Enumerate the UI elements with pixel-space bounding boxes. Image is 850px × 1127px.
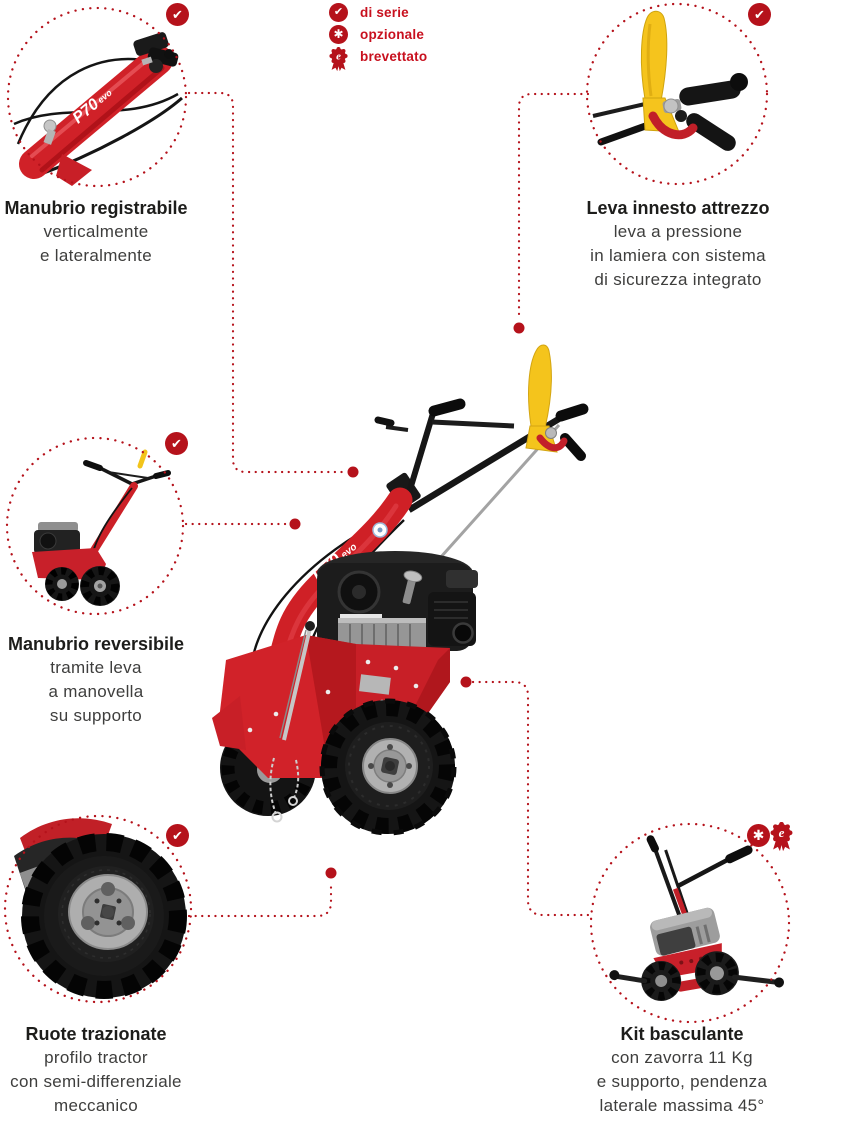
callout-line: profilo tractor xyxy=(44,1048,148,1067)
legend: ✔ di serie ✱ opzionale e brevettato xyxy=(329,3,427,75)
legend-label: di serie xyxy=(360,5,409,20)
callout-line: con zavorra 11 Kg xyxy=(611,1048,753,1067)
hanging-chains xyxy=(269,757,300,823)
callout-kit-basculante: Kit basculante con zavorra 11 Kg e suppo… xyxy=(556,1022,808,1118)
legend-item-di-serie: ✔ di serie xyxy=(329,3,427,22)
di-serie-badge-top-right: ✔ xyxy=(748,3,771,26)
callout-ruote-trazionate: Ruote trazionate profilo tractor con sem… xyxy=(0,1022,192,1118)
handlebar-rods xyxy=(592,102,655,146)
callout-line: tramite leva xyxy=(50,658,142,677)
callout-line: di sicurezza integrato xyxy=(594,270,762,289)
di-serie-badge-bottom-left: ✔ xyxy=(166,824,189,847)
callout-line: verticalmente xyxy=(43,222,149,241)
legend-item-opzionale: ✱ opzionale xyxy=(329,25,427,44)
right-grip xyxy=(555,403,589,422)
tool-lever-detail-photo xyxy=(592,10,748,151)
grips xyxy=(675,73,748,151)
di-serie-badge-middle-left: ✔ xyxy=(165,432,188,455)
mini-engine xyxy=(34,522,80,554)
rosette-letter: e xyxy=(336,51,341,63)
check-glyph: ✔ xyxy=(172,7,183,22)
rosette-letter: e xyxy=(779,825,785,840)
callout-manubrio-registrabile: Manubrio registrabile verticalmente e la… xyxy=(0,196,192,268)
legend-label: opzionale xyxy=(360,27,425,42)
callout-line: leva a pressione xyxy=(613,222,743,241)
red-release-lever xyxy=(536,434,568,452)
brevettato-badge-bottom-right: e xyxy=(770,822,793,852)
callout-leva-innesto-attrezzo: Leva innesto attrezzo leva a pressione i… xyxy=(552,196,804,292)
callout-title: Leva innesto attrezzo xyxy=(586,198,770,218)
column-foot xyxy=(56,154,92,186)
callout-line: laterale massima 45° xyxy=(599,1096,765,1115)
right-wheel xyxy=(319,698,457,836)
tool-engagement-lever xyxy=(525,344,568,453)
tilting-kit-photo xyxy=(609,835,785,1001)
di-serie-badge-top-left: ✔ xyxy=(166,3,189,26)
check-glyph: ✔ xyxy=(172,828,183,843)
legend-item-brevettato: e brevettato xyxy=(329,47,427,72)
callout-line: a manovella xyxy=(48,682,144,701)
callout-title: Manubrio registrabile xyxy=(4,198,188,218)
callout-title: Kit basculante xyxy=(620,1024,744,1044)
left-grip xyxy=(428,398,466,417)
star-glyph: ✱ xyxy=(752,827,765,843)
callout-line: e supporto, pendenza xyxy=(596,1072,768,1091)
wheel-hub xyxy=(68,874,148,950)
callout-line: meccanico xyxy=(54,1096,138,1115)
support-strut xyxy=(279,621,315,741)
star-badge-icon: ✱ xyxy=(329,25,348,44)
check-glyph: ✔ xyxy=(333,6,344,18)
callout-title: Ruote trazionate xyxy=(25,1024,167,1044)
check-badge-icon: ✔ xyxy=(329,3,348,22)
lower-grip xyxy=(560,433,586,461)
callout-line: e lateralmente xyxy=(40,246,152,265)
yellow-lever xyxy=(640,10,680,133)
mini-handlebar xyxy=(83,449,171,486)
reversible-handlebar-photo xyxy=(32,449,171,606)
opzionale-badge-bottom-right: ✱ xyxy=(747,824,770,847)
callout-line: con semi-differenziale xyxy=(10,1072,182,1091)
connector-bottom-left xyxy=(187,879,333,918)
check-glyph: ✔ xyxy=(171,436,182,451)
check-glyph: ✔ xyxy=(754,7,765,22)
legend-label: brevettato xyxy=(360,49,428,64)
callout-line: su supporto xyxy=(49,706,143,725)
handlebar-column-detail-photo: P70evo xyxy=(13,32,183,186)
callout-manubrio-reversibile: Manubrio reversibile tramite leva a mano… xyxy=(0,632,192,728)
star-glyph: ✱ xyxy=(333,27,344,41)
product-photo-p70-evo: P70evo xyxy=(212,344,589,836)
rosette-badge-icon: e xyxy=(329,47,348,72)
callout-line: in lamiera con sistema xyxy=(590,246,766,265)
callout-title: Manubrio reversibile xyxy=(7,634,185,654)
